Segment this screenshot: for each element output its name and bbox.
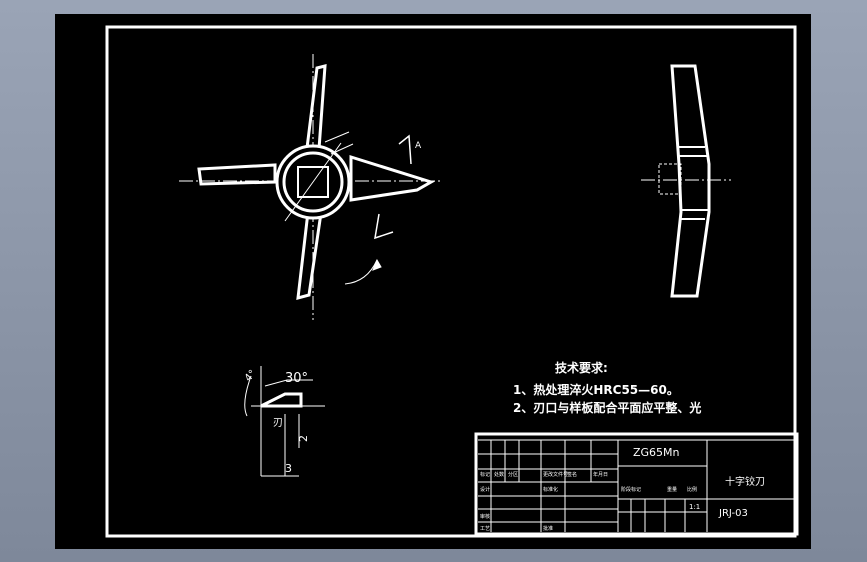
detail-edge-note: 刃 bbox=[273, 418, 283, 429]
blade-arm-left bbox=[197, 163, 277, 186]
section-marker-bottom bbox=[374, 213, 394, 240]
tb-header-2: 分区 bbox=[508, 471, 518, 478]
tb-scale: 1:1 bbox=[689, 503, 700, 511]
hub-dimension-line bbox=[284, 142, 342, 222]
tb-row-label-0: 设计 bbox=[480, 486, 490, 493]
cad-viewport[interactable]: A 30° 4° 2 3 刃 技术要求: 1、热处理淬火HRC55—60。 2、… bbox=[55, 14, 811, 549]
detail-angle-arc bbox=[244, 375, 252, 417]
tb-row-label-2: 工艺 bbox=[480, 526, 490, 532]
tech-req-item-2: 2、刃口与样板配合平面应平整、光 bbox=[513, 400, 701, 415]
detail-dim-height-label: 2 bbox=[297, 435, 310, 442]
drawing-border bbox=[105, 25, 797, 538]
drawing-sheet: A 30° 4° 2 3 刃 技术要求: 1、热处理淬火HRC55—60。 2、… bbox=[55, 14, 811, 549]
title-block bbox=[474, 432, 799, 536]
leader-line-1 bbox=[324, 131, 350, 143]
tb-header-0: 标记 bbox=[480, 471, 490, 478]
blade-arm-right bbox=[349, 154, 435, 202]
tb-right-cell-2: 比例 bbox=[687, 486, 697, 493]
tb-right-cell-0: 阶段标记 bbox=[621, 486, 641, 493]
section-label: A bbox=[415, 141, 422, 151]
tb-header-1: 处数 bbox=[494, 471, 504, 478]
tb-material: ZG65Mn bbox=[633, 446, 680, 459]
cross-blade-side-view bbox=[641, 64, 731, 298]
cross-blade-front-view bbox=[179, 54, 441, 320]
side-profile bbox=[670, 64, 711, 298]
hub-square-hole bbox=[297, 166, 329, 198]
tech-req-title: 技术要求: bbox=[555, 360, 608, 375]
leader-line-2 bbox=[330, 143, 354, 155]
tb-mid-cell-1: 批准 bbox=[543, 525, 553, 532]
tb-mid-cell-0: 标准化 bbox=[543, 486, 558, 493]
detail-angle-leader bbox=[264, 379, 313, 387]
side-hidden-hole bbox=[658, 163, 682, 195]
tb-row-label-1: 审核 bbox=[480, 513, 490, 520]
tb-part-name: 十字铰刀 bbox=[725, 475, 765, 488]
tb-header-4: 签名 bbox=[567, 471, 577, 478]
detail-dim-width-label: 3 bbox=[285, 462, 292, 475]
section-marker-top bbox=[398, 134, 412, 165]
tb-right-cell-1: 重量 bbox=[667, 486, 677, 493]
tech-req-item-1: 1、热处理淬火HRC55—60。 bbox=[513, 382, 679, 397]
edge-detail-view bbox=[244, 366, 325, 477]
sheet-background bbox=[55, 14, 811, 549]
tb-drawing-number: JRJ-03 bbox=[718, 508, 748, 519]
tb-header-5: 年月日 bbox=[593, 471, 608, 478]
title-block-frame bbox=[474, 432, 799, 536]
detail-angle-top: 30° bbox=[285, 371, 308, 386]
rotation-arrow-head bbox=[372, 258, 382, 271]
hub-inner-circle bbox=[282, 151, 344, 213]
tb-header-3: 更改文件号 bbox=[543, 471, 568, 478]
